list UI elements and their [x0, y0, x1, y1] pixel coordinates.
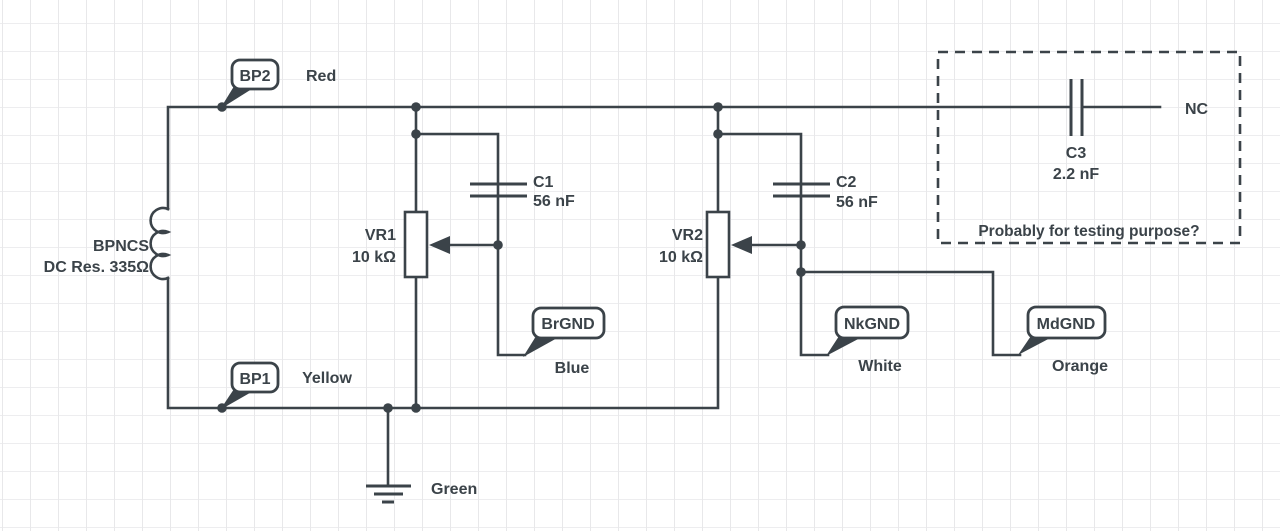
coil-name-label: BPNCS [93, 238, 149, 255]
mdgnd-label: MdGND [1037, 316, 1096, 333]
c2-value-label: 56 nF [836, 194, 878, 211]
vr2-potentiometer-symbol [705, 210, 731, 279]
brgnd-label: BrGND [541, 316, 594, 333]
c1-value-label: 56 nF [533, 193, 575, 210]
vr1-potentiometer-symbol [403, 210, 429, 279]
wire-color-red-label: Red [306, 68, 336, 85]
junction-dot [796, 267, 806, 277]
junction-dot [493, 240, 503, 250]
vr1-name-label: VR1 [365, 227, 396, 244]
junction-dot [713, 102, 723, 112]
bp2-callout [230, 58, 280, 91]
nc-label: NC [1185, 101, 1209, 118]
junction-dot [383, 403, 393, 413]
wire-mdgnd-branch [799, 270, 1022, 357]
wire-color-blue-label: Blue [555, 360, 590, 377]
c1-capacitor-symbol [470, 182, 527, 198]
vr2-value-label: 10 kΩ [659, 249, 703, 266]
vr1-value-label: 10 kΩ [352, 249, 396, 266]
mdgnd-callout [1026, 305, 1107, 340]
junction-dot [411, 102, 421, 112]
c3-capacitor-symbol [1069, 79, 1084, 136]
coil-resistance-label: DC Res. 335Ω [44, 259, 149, 276]
wire-bottom-loop [166, 275, 720, 410]
c2-capacitor-symbol [773, 182, 830, 198]
nkgnd-label: NkGND [844, 316, 900, 333]
bp1-label: BP1 [239, 371, 270, 388]
junction-dot [411, 129, 421, 139]
wire-top-main [166, 105, 1073, 211]
wire-color-orange-label: Orange [1052, 358, 1108, 375]
vr1-wiper-arrow [429, 236, 450, 254]
c2-name-label: C2 [836, 174, 857, 191]
c3-value-label: 2.2 nF [1053, 166, 1099, 183]
vr2-wiper-arrow [731, 236, 752, 254]
dashed-note-box [936, 50, 1242, 245]
c3-name-label: C3 [1066, 145, 1087, 162]
junction-dot [713, 129, 723, 139]
wire-color-yellow-label: Yellow [302, 370, 352, 387]
wire-color-green-label: Green [431, 481, 477, 498]
coil-symbol [149, 206, 172, 281]
junction-dot [411, 403, 421, 413]
junction-dot [796, 240, 806, 250]
wire-color-white-label: White [858, 358, 902, 375]
brgnd-callout [531, 306, 606, 340]
nkgnd-callout [834, 305, 910, 340]
bp1-callout [230, 361, 280, 394]
c1-name-label: C1 [533, 174, 554, 191]
note-text: Probably for testing purpose? [978, 223, 1199, 240]
bp2-label: BP2 [239, 68, 270, 85]
vr2-name-label: VR2 [672, 227, 703, 244]
ground-symbol [366, 484, 411, 504]
